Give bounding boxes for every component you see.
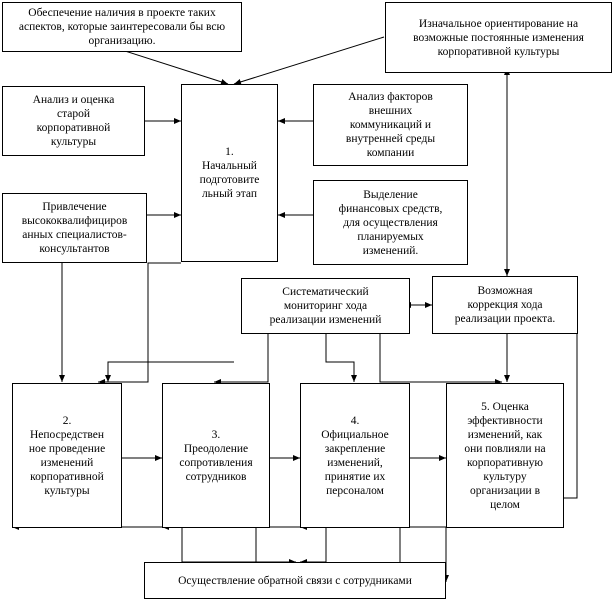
box-finance: Выделение финансовых средств, для осущес… bbox=[313, 180, 468, 265]
arrow-stage4-to-feedback bbox=[300, 527, 327, 565]
arrow-orientation-to-stage1 bbox=[233, 36, 385, 85]
box-orientation: Изначальное ориентирование на возможные … bbox=[385, 2, 612, 73]
arrow-stage3-to-feedback bbox=[181, 527, 296, 565]
box-stage3-resistance: 3. Преодоление сопротивления сотрудников bbox=[162, 383, 270, 528]
arrow-stage1-to-stage2-b bbox=[105, 361, 234, 382]
arrow-aspects-to-stage1 bbox=[121, 49, 229, 85]
box-feedback: Осуществление обратной связи с сотрудник… bbox=[144, 562, 446, 599]
return-line-bottom bbox=[443, 526, 564, 582]
arrow-monitoring-to-stage4 bbox=[325, 334, 357, 382]
box-factors-analysis: Анализ факторов внешних коммуникаций и в… bbox=[313, 84, 468, 166]
box-correction: Возможная коррекция хода реализации прое… bbox=[432, 276, 578, 334]
box-analysis-old-culture: Анализ и оценка старой корпоративной кул… bbox=[2, 86, 145, 156]
box-stage4-consolidation: 4. Официальное закрепление изменений, пр… bbox=[300, 383, 410, 528]
box-consultants: Привлечение высококвалифициров анных спе… bbox=[2, 193, 147, 263]
box-stage1-preparation: 1. Начальный подготовите льный этап bbox=[181, 84, 278, 262]
arrow-monitoring-to-stage3 bbox=[214, 334, 269, 385]
box-stage5-evaluation: 5. Оценка эффективности изменений, как о… bbox=[446, 383, 564, 528]
box-stage2-implementation: 2. Непосредствен ное проведение изменени… bbox=[12, 383, 122, 528]
box-aspects: Обеспечение наличия в проекте таких аспе… bbox=[2, 2, 242, 52]
arrow-monitoring-to-stage5 bbox=[379, 334, 502, 385]
box-monitoring: Систематический мониторинг хода реализац… bbox=[241, 278, 410, 334]
arrow-stage1-to-stage2 bbox=[98, 262, 181, 385]
